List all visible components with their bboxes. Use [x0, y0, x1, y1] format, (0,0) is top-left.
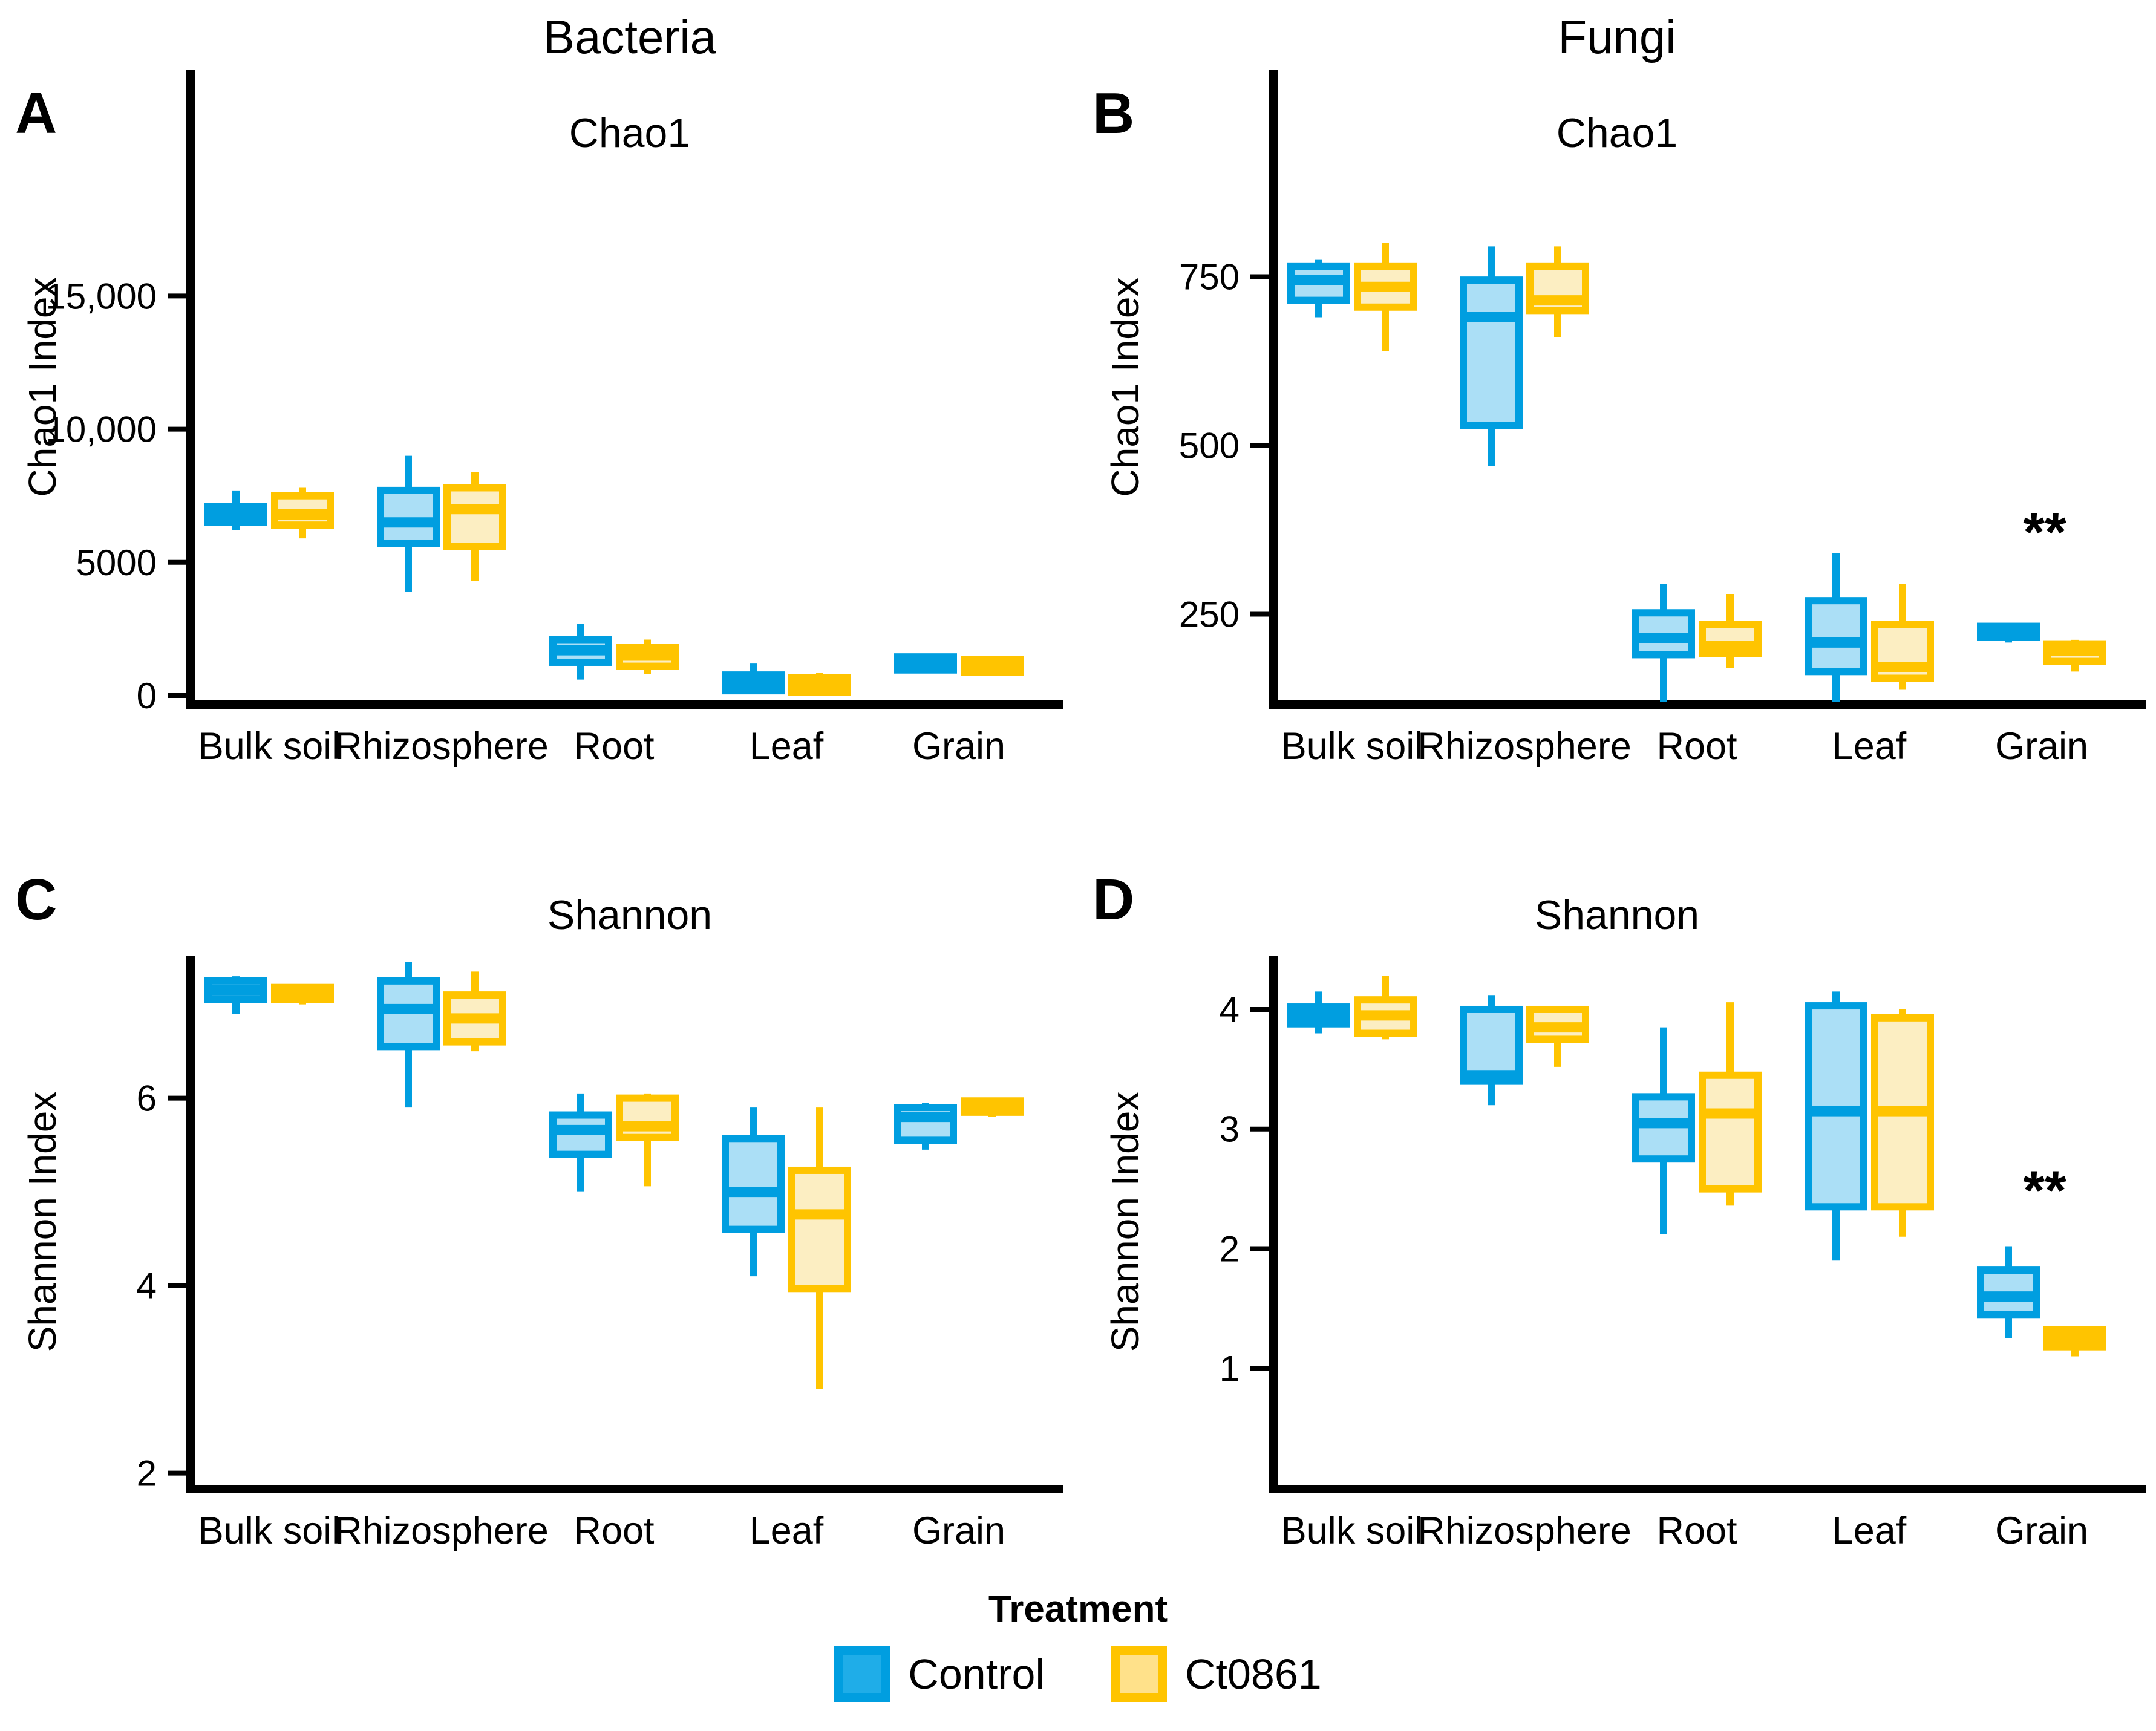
x-category-label: Root: [1656, 725, 1737, 768]
x-category-label: Bulk soil: [198, 1510, 341, 1552]
y-tick-label: 2: [137, 1453, 157, 1494]
control-swatch-icon: [834, 1646, 890, 1702]
boxplot-box-control-leaf: [1805, 597, 1867, 676]
boxplot-box-ct0861-root: [1699, 1071, 1762, 1193]
panel-letter-d: D: [1093, 867, 1135, 932]
x-category-label: Leaf: [1832, 725, 1907, 768]
x-category-label: Rhizosphere: [1417, 1510, 1632, 1552]
boxplot-box-control-leaf: [722, 1135, 785, 1233]
x-category-label: Rhizosphere: [1417, 725, 1632, 768]
x-category-label: Root: [573, 725, 655, 768]
x-category-label: Grain: [1995, 725, 2088, 768]
x-category-label: Bulk soil: [1281, 1510, 1423, 1552]
significance-marker: **: [2023, 1160, 2066, 1222]
treatment-legend: Treatment Control Ct0861: [0, 1589, 2156, 1702]
legend-title: Treatment: [988, 1588, 1168, 1630]
panel-letter-c: C: [15, 867, 57, 932]
ct0861-swatch-icon: [1111, 1646, 1167, 1702]
legend-row: Control Ct0861: [834, 1646, 1322, 1702]
x-category-label: Leaf: [750, 1510, 824, 1552]
boxplot-box-ct0861-rhizosphere: [443, 484, 506, 550]
x-category-label: Root: [573, 1510, 655, 1552]
legend-label-ct0861: Ct0861: [1184, 1651, 1322, 1698]
boxplot-box-control-rhizosphere: [377, 486, 440, 547]
column-title-bacteria: Bacteria: [543, 10, 717, 64]
significance-marker: **: [2023, 501, 2066, 563]
panel-title-a-chao1: Chao1: [569, 110, 691, 156]
y-tick-label: 250: [1179, 594, 1240, 634]
x-category-label: Grain: [912, 725, 1005, 768]
legend-label-control: Control: [908, 1651, 1045, 1698]
y-tick-label: 15,000: [45, 276, 157, 316]
x-category-label: Leaf: [1832, 1510, 1907, 1552]
x-category-label: Root: [1656, 1510, 1737, 1552]
panel-letter-a: A: [15, 81, 57, 146]
boxplot-box-control-rhizosphere: [1460, 276, 1523, 429]
y-tick-label: 0: [137, 676, 157, 716]
y-tick-label: 3: [1220, 1109, 1240, 1150]
panel-title-d-shannon: Shannon: [1534, 892, 1700, 938]
y-tick-label: 2: [1220, 1229, 1240, 1270]
x-category-label: Rhizosphere: [335, 1510, 549, 1552]
boxplot-box-ct0861-leaf: [788, 1166, 851, 1293]
x-category-label: Grain: [912, 1510, 1005, 1552]
y-tick-label: 5000: [76, 543, 157, 583]
y-tick-label: 4: [137, 1266, 157, 1306]
x-category-label: Grain: [1995, 1510, 2088, 1552]
y-tick-label: 750: [1179, 257, 1240, 298]
y-tick-label: 10,000: [45, 409, 157, 450]
panel-letter-b: B: [1093, 81, 1135, 146]
boxplot-box-ct0861-root: [616, 1094, 679, 1141]
x-category-label: Bulk soil: [1281, 725, 1423, 768]
y-tick-label: 6: [137, 1078, 157, 1119]
x-category-label: Rhizosphere: [335, 725, 549, 768]
legend-item-ct0861: Ct0861: [1111, 1646, 1322, 1702]
legend-item-control: Control: [834, 1646, 1045, 1702]
y-tick-label: 500: [1179, 426, 1240, 466]
y-tick-label: 1: [1220, 1348, 1240, 1389]
boxplot-box-control-rhizosphere: [1460, 1005, 1523, 1085]
column-title-fungi: Fungi: [1558, 10, 1676, 64]
x-category-label: Bulk soil: [198, 725, 341, 768]
y-tick-label: 4: [1220, 989, 1240, 1030]
panel-title-b-chao1: Chao1: [1556, 110, 1678, 156]
panel-title-c-shannon: Shannon: [547, 892, 713, 938]
x-category-label: Leaf: [750, 725, 824, 768]
